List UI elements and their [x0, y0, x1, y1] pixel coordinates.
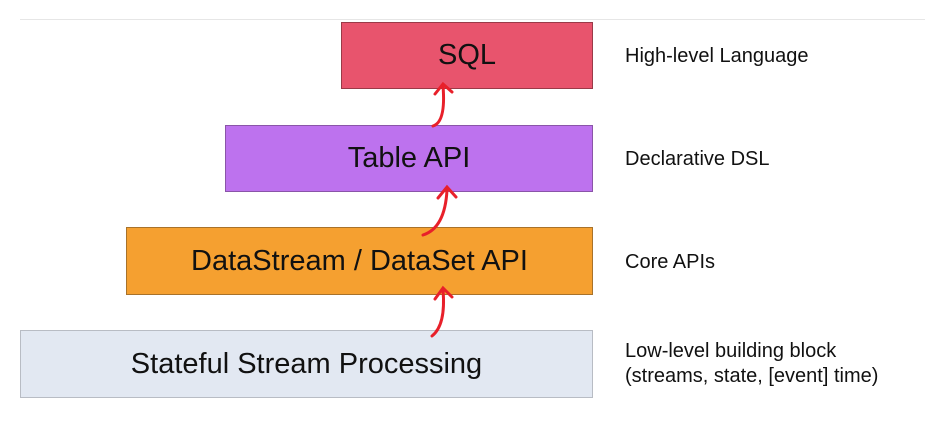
arrow-up-icon [431, 81, 454, 128]
layer-label: DataStream / DataSet API [191, 244, 528, 277]
layer-label: SQL [437, 39, 497, 71]
layer-description: Core APIs [625, 251, 716, 273]
layer-label: Table API [347, 142, 471, 174]
layer-label: Stateful Stream Processing [130, 347, 483, 380]
layer-description: Declarative DSL [625, 148, 770, 170]
layer-sql: SQL [341, 22, 593, 89]
layer-datastream-api: DataStream / DataSet API [126, 227, 593, 295]
layer-table-api: Table API [225, 125, 593, 192]
layer-description: Low-level building block (streams, state… [625, 340, 879, 387]
arrow-up-icon [421, 184, 458, 237]
layer-description: High-level Language [625, 45, 809, 67]
divider [20, 19, 925, 20]
arrow-up-icon [430, 285, 454, 338]
layer-stateful-stream-processing: Stateful Stream Processing [20, 330, 593, 398]
